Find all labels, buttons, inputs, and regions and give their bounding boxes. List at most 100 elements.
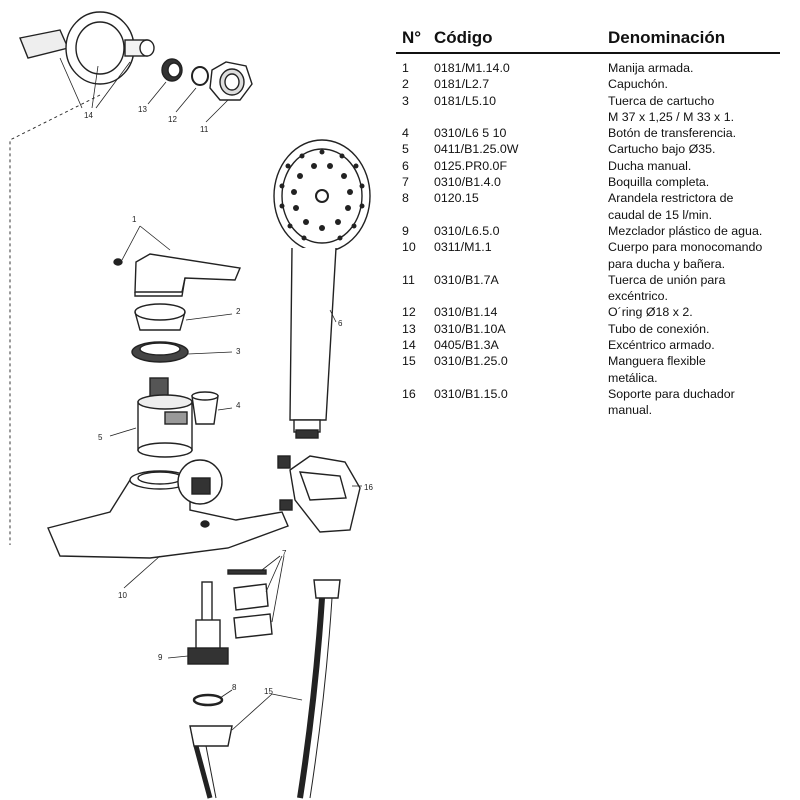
row-name: Botón de transferencia. [608, 126, 737, 141]
table-row: 10 0311/M1.1 Cuerpo para monocomando para … [396, 239, 780, 272]
row-no: 15 [402, 354, 416, 369]
row-name: O´ring Ø18 x 2. [608, 305, 693, 320]
row-code: 0405/B1.3A [434, 338, 499, 353]
callout-1: 1 [132, 215, 137, 224]
row-no: 1 [402, 61, 409, 75]
row-code: 0310/L6.5.0 [434, 223, 500, 238]
row-code: 0310/B1.10A [434, 321, 506, 336]
row-no: 9 [402, 223, 409, 238]
callout-16: 16 [364, 483, 373, 492]
callout-10: 10 [118, 591, 127, 600]
row-code: 0181/L5.10 [434, 93, 497, 108]
callout-11: 11 [200, 125, 209, 134]
header-no: N° [402, 28, 422, 47]
table-row: 9 0310/L6.5.0 Mezclador plástico de agua. [396, 223, 780, 239]
table-row: 7 0310/B1.4.0 Boquilla completa. [396, 174, 780, 190]
cartridge-nut [131, 341, 189, 363]
shower-nozzles [279, 149, 365, 241]
o-ring [191, 66, 209, 86]
row-name: Manguera flexible metálica. [608, 354, 706, 385]
row-name: Boquilla completa. [608, 175, 710, 190]
table-row: 12 0310/B1.14 O´ring Ø18 x 2. [396, 304, 780, 320]
callout-15: 15 [264, 687, 273, 696]
exploded-parts-diagram: 14 13 12 11 1 2 3 4 5 6 16 7 10 9 8 15 [9, 11, 373, 799]
table-row: 5 0411/B1.25.0W Cartucho bajo Ø35. [396, 141, 780, 157]
row-name: Capuchón. [608, 77, 668, 92]
row-code: 0411/B1.25.0W [434, 142, 519, 157]
row-code: 0310/L6 5 10 [434, 126, 507, 141]
row-code: 0310/B1.25.0 [434, 354, 508, 369]
row-no: 8 [402, 191, 409, 206]
cartridge [137, 377, 193, 458]
cap [134, 303, 186, 331]
header-code: Código [434, 28, 493, 47]
table-header: N° Código Denominación [396, 24, 780, 52]
row-no: 4 [402, 126, 409, 141]
hand-shower [273, 139, 371, 439]
row-name: Mezclador plástico de agua. [608, 223, 763, 238]
mixer-body [47, 459, 289, 559]
callout-3: 3 [236, 347, 241, 356]
row-no: 2 [402, 77, 409, 92]
row-no: 16 [402, 386, 416, 401]
row-name: Tuerca de cartucho M 37 x 1,25 / M 33 x … [608, 93, 735, 124]
callout-7: 7 [282, 549, 287, 558]
callout-5: 5 [98, 433, 103, 442]
transfer-button [191, 391, 219, 425]
row-no: 10 [402, 240, 416, 255]
table-row: 13 0310/B1.10A Tubo de conexión. [396, 321, 780, 337]
row-code: 0311/M1.1 [434, 240, 492, 255]
row-code: 0310/B1.4.0 [434, 175, 501, 190]
callout-13: 13 [138, 105, 147, 114]
row-code: 0125.PR0.0F [434, 158, 508, 173]
row-name: Soporte para duchador manual. [608, 386, 735, 418]
table-row: 15 0310/B1.25.0 Manguera flexible metálica… [396, 353, 780, 386]
eccentric-assembly [19, 11, 155, 85]
header-rule [396, 52, 780, 54]
callout-2: 2 [236, 307, 241, 316]
nozzle-complete [227, 569, 273, 639]
row-no: 14 [402, 338, 416, 353]
row-no: 13 [402, 321, 416, 336]
row-name: Tuerca de unión para excéntrico. [608, 272, 726, 304]
table-row: 4 0310/L6 5 10 Botón de transferencia. [396, 125, 780, 141]
union-nut [209, 61, 253, 101]
row-name: Cartucho bajo Ø35. [608, 142, 716, 157]
row-name: Cuerpo para monocomando para ducha y bañ… [608, 240, 763, 271]
table-row: 16 0310/B1.15.0 Soporte para duchador manu… [396, 386, 780, 419]
connection-tube [161, 58, 183, 82]
callout-14: 14 [84, 111, 93, 120]
callout-9: 9 [158, 653, 163, 662]
row-name: Tubo de conexión. [608, 321, 710, 336]
row-code: 0310/B1.15.0 [434, 386, 508, 401]
assembly-guide-line [9, 94, 101, 545]
row-no: 11 [402, 272, 415, 287]
row-name: Arandela restrictora de caudal de 15 l/m… [608, 191, 734, 222]
handle-assembly [113, 253, 241, 297]
leader-lines [59, 57, 362, 731]
row-name: Manija armada. [608, 61, 694, 75]
callout-8: 8 [232, 683, 237, 692]
flexible-hose [189, 579, 341, 799]
table-row: 8 0120.15 Arandela restrictora de caudal d… [396, 190, 780, 223]
row-code: 0310/B1.7A [434, 272, 499, 287]
row-no: 6 [402, 158, 409, 173]
callout-4: 4 [236, 401, 241, 410]
callout-6: 6 [338, 319, 343, 328]
row-no: 5 [402, 142, 409, 157]
row-no: 3 [402, 93, 409, 108]
plastic-mixer [187, 581, 229, 665]
row-no: 12 [402, 305, 416, 320]
table-row: 3 0181/L5.10 Tuerca de cartucho M 37 x 1,2… [396, 93, 780, 126]
row-code: 0120.15 [434, 191, 479, 206]
row-no: 7 [402, 175, 409, 190]
callout-12: 12 [168, 115, 177, 124]
row-code: 0310/B1.14 [434, 305, 498, 320]
header-name: Denominación [608, 28, 726, 47]
